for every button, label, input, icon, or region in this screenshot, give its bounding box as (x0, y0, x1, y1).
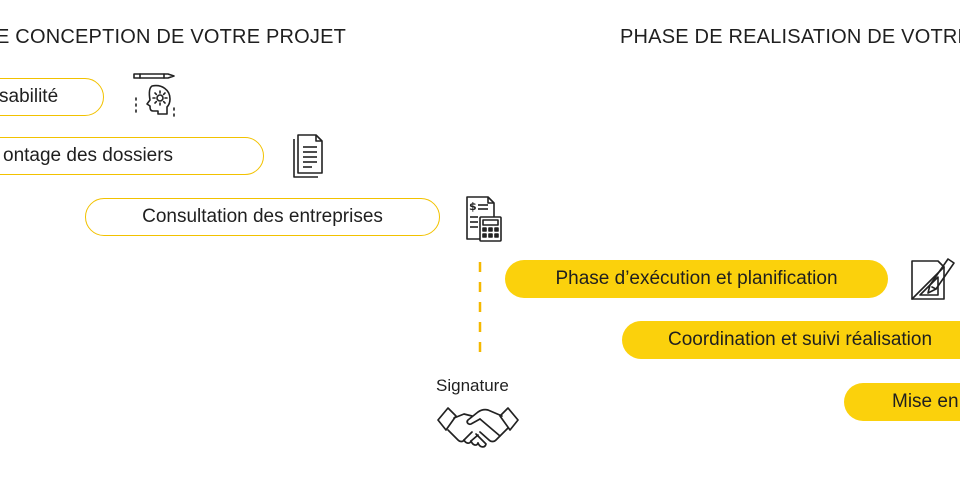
step-montage: ontage des dossiers (0, 137, 264, 175)
svg-text:$: $ (469, 200, 477, 213)
invoice-calculator-icon: $ (464, 195, 504, 248)
step-mise: Mise en (844, 383, 960, 421)
step-execution-label: Phase d’exécution et planification (555, 268, 838, 289)
step-consultation: Consultation des entreprises (85, 198, 440, 236)
realisation-phase-title: PHASE DE REALISATION DE VOTRE (620, 26, 960, 48)
signature-label: Signature (436, 376, 509, 395)
step-execution: Phase d’exécution et planification (505, 260, 888, 298)
step-mise-label: Mise en (892, 391, 959, 412)
step-montage-label: ontage des dossiers (3, 145, 174, 166)
handshake-icon (436, 400, 520, 461)
step-faisabilite: sabilité (0, 78, 104, 116)
step-consultation-label: Consultation des entreprises (142, 206, 383, 227)
conception-phase-title: E CONCEPTION DE VOTRE PROJET (0, 26, 347, 48)
step-coordination-label: Coordination et suivi réalisation (668, 329, 933, 350)
drafting-tools-icon (908, 255, 960, 308)
documents-icon (290, 133, 326, 184)
step-faisabilite-label: sabilité (0, 86, 59, 107)
step-coordination: Coordination et suivi réalisation (622, 321, 960, 359)
head-gear-pencil-icon (130, 68, 178, 125)
signature-dashed-connector (475, 262, 485, 367)
